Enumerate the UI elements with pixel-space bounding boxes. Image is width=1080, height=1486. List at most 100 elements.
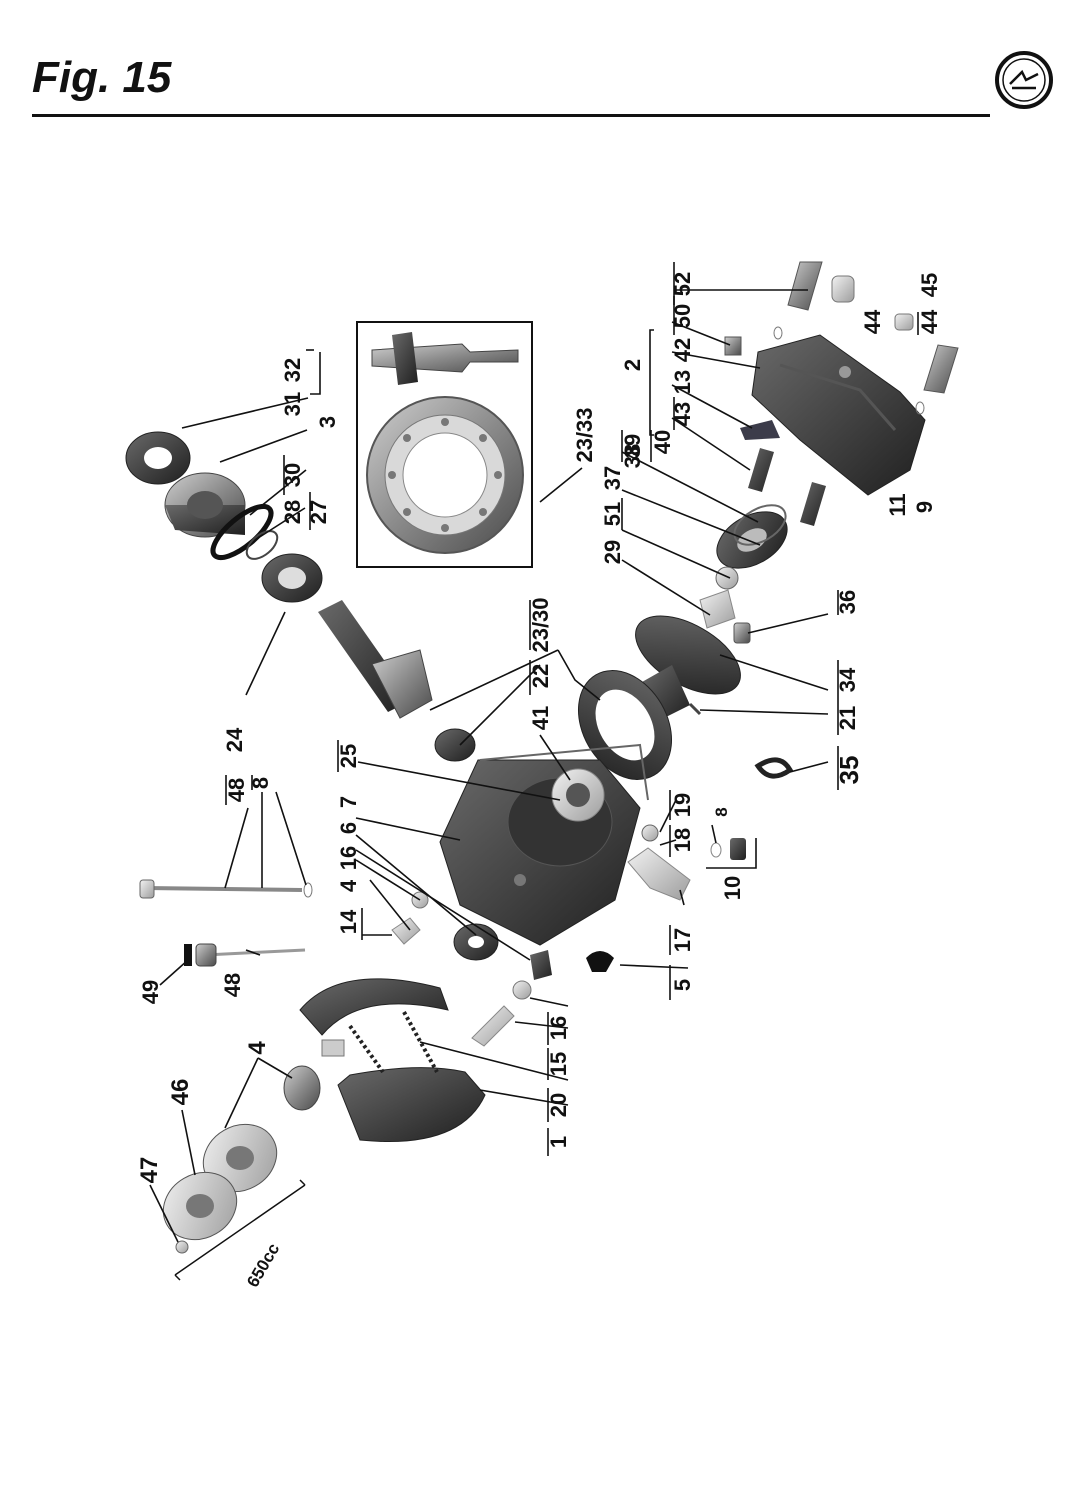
washer-44 <box>773 326 783 340</box>
label-47: 47 <box>136 1157 163 1184</box>
flange-plate-46 <box>162 1171 238 1241</box>
label-14: 14 <box>336 909 361 934</box>
washer-11 <box>915 401 925 415</box>
label-21: 21 <box>835 706 860 730</box>
drive-housing-7 <box>439 759 641 946</box>
title-rule <box>32 114 990 117</box>
shim-38 <box>733 504 787 546</box>
crown-wheel-23-30 <box>577 670 673 780</box>
nut-45 <box>894 313 914 331</box>
bearing-4 <box>283 1065 321 1111</box>
leader-lines <box>149 289 829 1243</box>
roller-bearing-24 <box>261 553 323 603</box>
label-5: 5 <box>670 979 695 991</box>
label-6: 6 <box>336 822 361 834</box>
brake-rod-48a <box>139 879 313 899</box>
gasket-41 <box>479 743 649 801</box>
brake-shoe-upper <box>299 978 449 1057</box>
ring-27 <box>245 530 279 560</box>
label-13: 13 <box>670 370 695 394</box>
bearing-housing-31 <box>164 472 246 538</box>
tab-washer-13 <box>740 420 780 440</box>
label-28: 28 <box>280 500 305 524</box>
label-23-33: 23/33 <box>572 407 597 462</box>
label-8a: 8 <box>248 777 273 789</box>
gear-set-inset <box>356 321 533 568</box>
label-16b: 16 <box>546 1016 571 1040</box>
label-45: 45 <box>917 273 942 297</box>
label-22: 22 <box>528 664 553 688</box>
label-31: 31 <box>280 392 305 416</box>
label-15: 15 <box>546 1052 571 1076</box>
spring-20a <box>348 1024 385 1074</box>
label-4a: 4 <box>336 879 361 892</box>
label-37: 37 <box>600 466 625 490</box>
plug-36 <box>733 622 751 644</box>
brand-emblem-icon <box>995 51 1053 109</box>
label-51: 51 <box>600 502 625 526</box>
label-8b: 8 <box>712 807 731 816</box>
sleeve-29 <box>699 589 736 629</box>
nut-top <box>831 275 855 303</box>
label-46: 46 <box>167 1079 194 1106</box>
brake-rod-48b <box>184 943 306 967</box>
pinion-shaft-22 <box>318 600 433 719</box>
bolt-52 <box>787 261 823 311</box>
brake-shoe-lower-1 <box>337 1067 486 1143</box>
label-34: 34 <box>835 667 860 692</box>
label-44b: 44 <box>917 309 942 334</box>
label-48a: 48 <box>224 778 249 802</box>
bearing-23-30-cone <box>434 728 476 762</box>
label-1: 1 <box>546 1136 571 1148</box>
stud-14 <box>391 917 421 945</box>
label-19: 19 <box>670 793 695 817</box>
label-23-30: 23/30 <box>528 597 553 652</box>
washer-8 <box>710 842 722 858</box>
label-38: 38 <box>620 444 645 468</box>
label-25: 25 <box>336 744 361 768</box>
cam-15 <box>471 1005 515 1047</box>
seal-5 <box>586 951 614 972</box>
bush-7 <box>530 950 552 980</box>
label-17: 17 <box>670 928 695 952</box>
label-650cc: 650cc <box>243 1240 283 1290</box>
plug-10 <box>730 838 746 860</box>
label-9: 9 <box>912 501 937 513</box>
label-4b: 4 <box>244 1041 271 1055</box>
bolt-9 <box>923 344 959 394</box>
label-3: 3 <box>315 416 340 428</box>
label-brackets <box>225 262 919 1156</box>
figure-title: Fig. 15 <box>32 53 172 102</box>
label-32: 32 <box>280 358 305 382</box>
label-2: 2 <box>620 359 645 371</box>
label-18: 18 <box>670 828 695 852</box>
final-drive-cover <box>751 334 926 496</box>
stud-43 <box>800 482 826 526</box>
label-48b: 48 <box>220 973 245 997</box>
bracket-650cc <box>174 1179 306 1281</box>
label-10: 10 <box>720 876 745 900</box>
label-24: 24 <box>222 727 247 752</box>
flange-plate-4 <box>202 1123 278 1193</box>
label-36: 36 <box>835 590 860 614</box>
pin-21 <box>688 702 702 716</box>
label-29: 29 <box>600 540 625 564</box>
nut-51 <box>715 566 739 590</box>
label-40: 40 <box>650 430 675 454</box>
label-44a: 44 <box>860 309 885 334</box>
stud-40 <box>748 448 774 492</box>
label-41: 41 <box>528 706 553 730</box>
label-39-visible: 39 <box>620 434 645 458</box>
bolt-47 <box>175 1240 189 1254</box>
part-labels: 52 50 42 2 13 43 40 45 44 44 11 9 32 31 … <box>136 272 942 1291</box>
label-42: 42 <box>670 338 695 362</box>
nut-16b <box>512 980 532 1000</box>
lever-17 <box>627 847 691 901</box>
label-16a: 16 <box>336 846 361 870</box>
nut-19 <box>641 824 659 842</box>
nipple-50 <box>724 336 742 356</box>
circlip-35 <box>754 757 794 779</box>
label-35: 35 <box>834 756 864 785</box>
label-7: 7 <box>336 796 361 808</box>
